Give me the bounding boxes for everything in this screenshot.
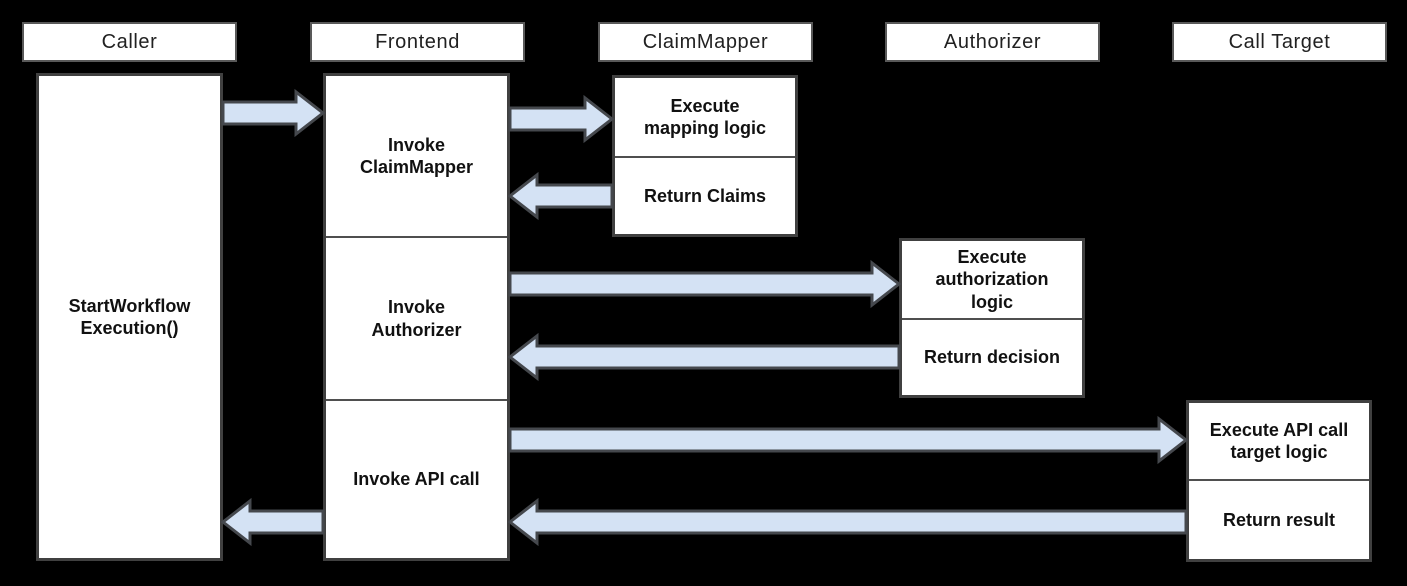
arrow-claimmapper-return-to-frontend bbox=[507, 171, 614, 221]
activity-call-target: Execute API call target logic Return res… bbox=[1186, 400, 1372, 562]
arrow-caller-to-frontend bbox=[221, 88, 326, 138]
lane-header-claimmapper: ClaimMapper bbox=[598, 22, 813, 62]
arrow-authorizer-return-to-frontend bbox=[507, 332, 901, 382]
activity-claimmapper: Execute mapping logic Return Claims bbox=[612, 75, 798, 237]
lane-header-call-target: Call Target bbox=[1172, 22, 1387, 62]
activity-authorizer: Execute authorization logic Return decis… bbox=[899, 238, 1085, 398]
step-start-workflow-execution: StartWorkflow Execution() bbox=[68, 295, 191, 339]
step-execute-authorization-logic: Execute authorization logic bbox=[935, 246, 1049, 312]
lane-header-frontend: Frontend bbox=[310, 22, 525, 62]
arrow-frontend-return-to-caller bbox=[220, 497, 325, 547]
activity-frontend: Invoke ClaimMapper Invoke Authorizer Inv… bbox=[323, 73, 510, 561]
step-execute-api-call-target-logic: Execute API call target logic bbox=[1209, 419, 1349, 463]
lane-header-caller: Caller bbox=[22, 22, 237, 62]
lane-header-authorizer: Authorizer bbox=[885, 22, 1100, 62]
step-invoke-claimmapper: Invoke ClaimMapper bbox=[359, 134, 474, 178]
arrow-call-target-return-to-frontend bbox=[507, 497, 1188, 547]
step-return-claims: Return Claims bbox=[615, 156, 795, 234]
step-invoke-authorizer: Invoke Authorizer bbox=[326, 236, 507, 399]
arrow-frontend-to-claimmapper bbox=[508, 94, 615, 144]
arrow-frontend-to-call-target bbox=[508, 415, 1189, 465]
activity-caller: StartWorkflow Execution() bbox=[36, 73, 223, 561]
step-execute-mapping-logic: Execute mapping logic bbox=[643, 95, 766, 139]
step-return-result: Return result bbox=[1189, 479, 1369, 559]
step-return-decision: Return decision bbox=[902, 318, 1082, 395]
step-invoke-api-call: Invoke API call bbox=[326, 399, 507, 558]
arrow-frontend-to-authorizer bbox=[508, 259, 902, 309]
